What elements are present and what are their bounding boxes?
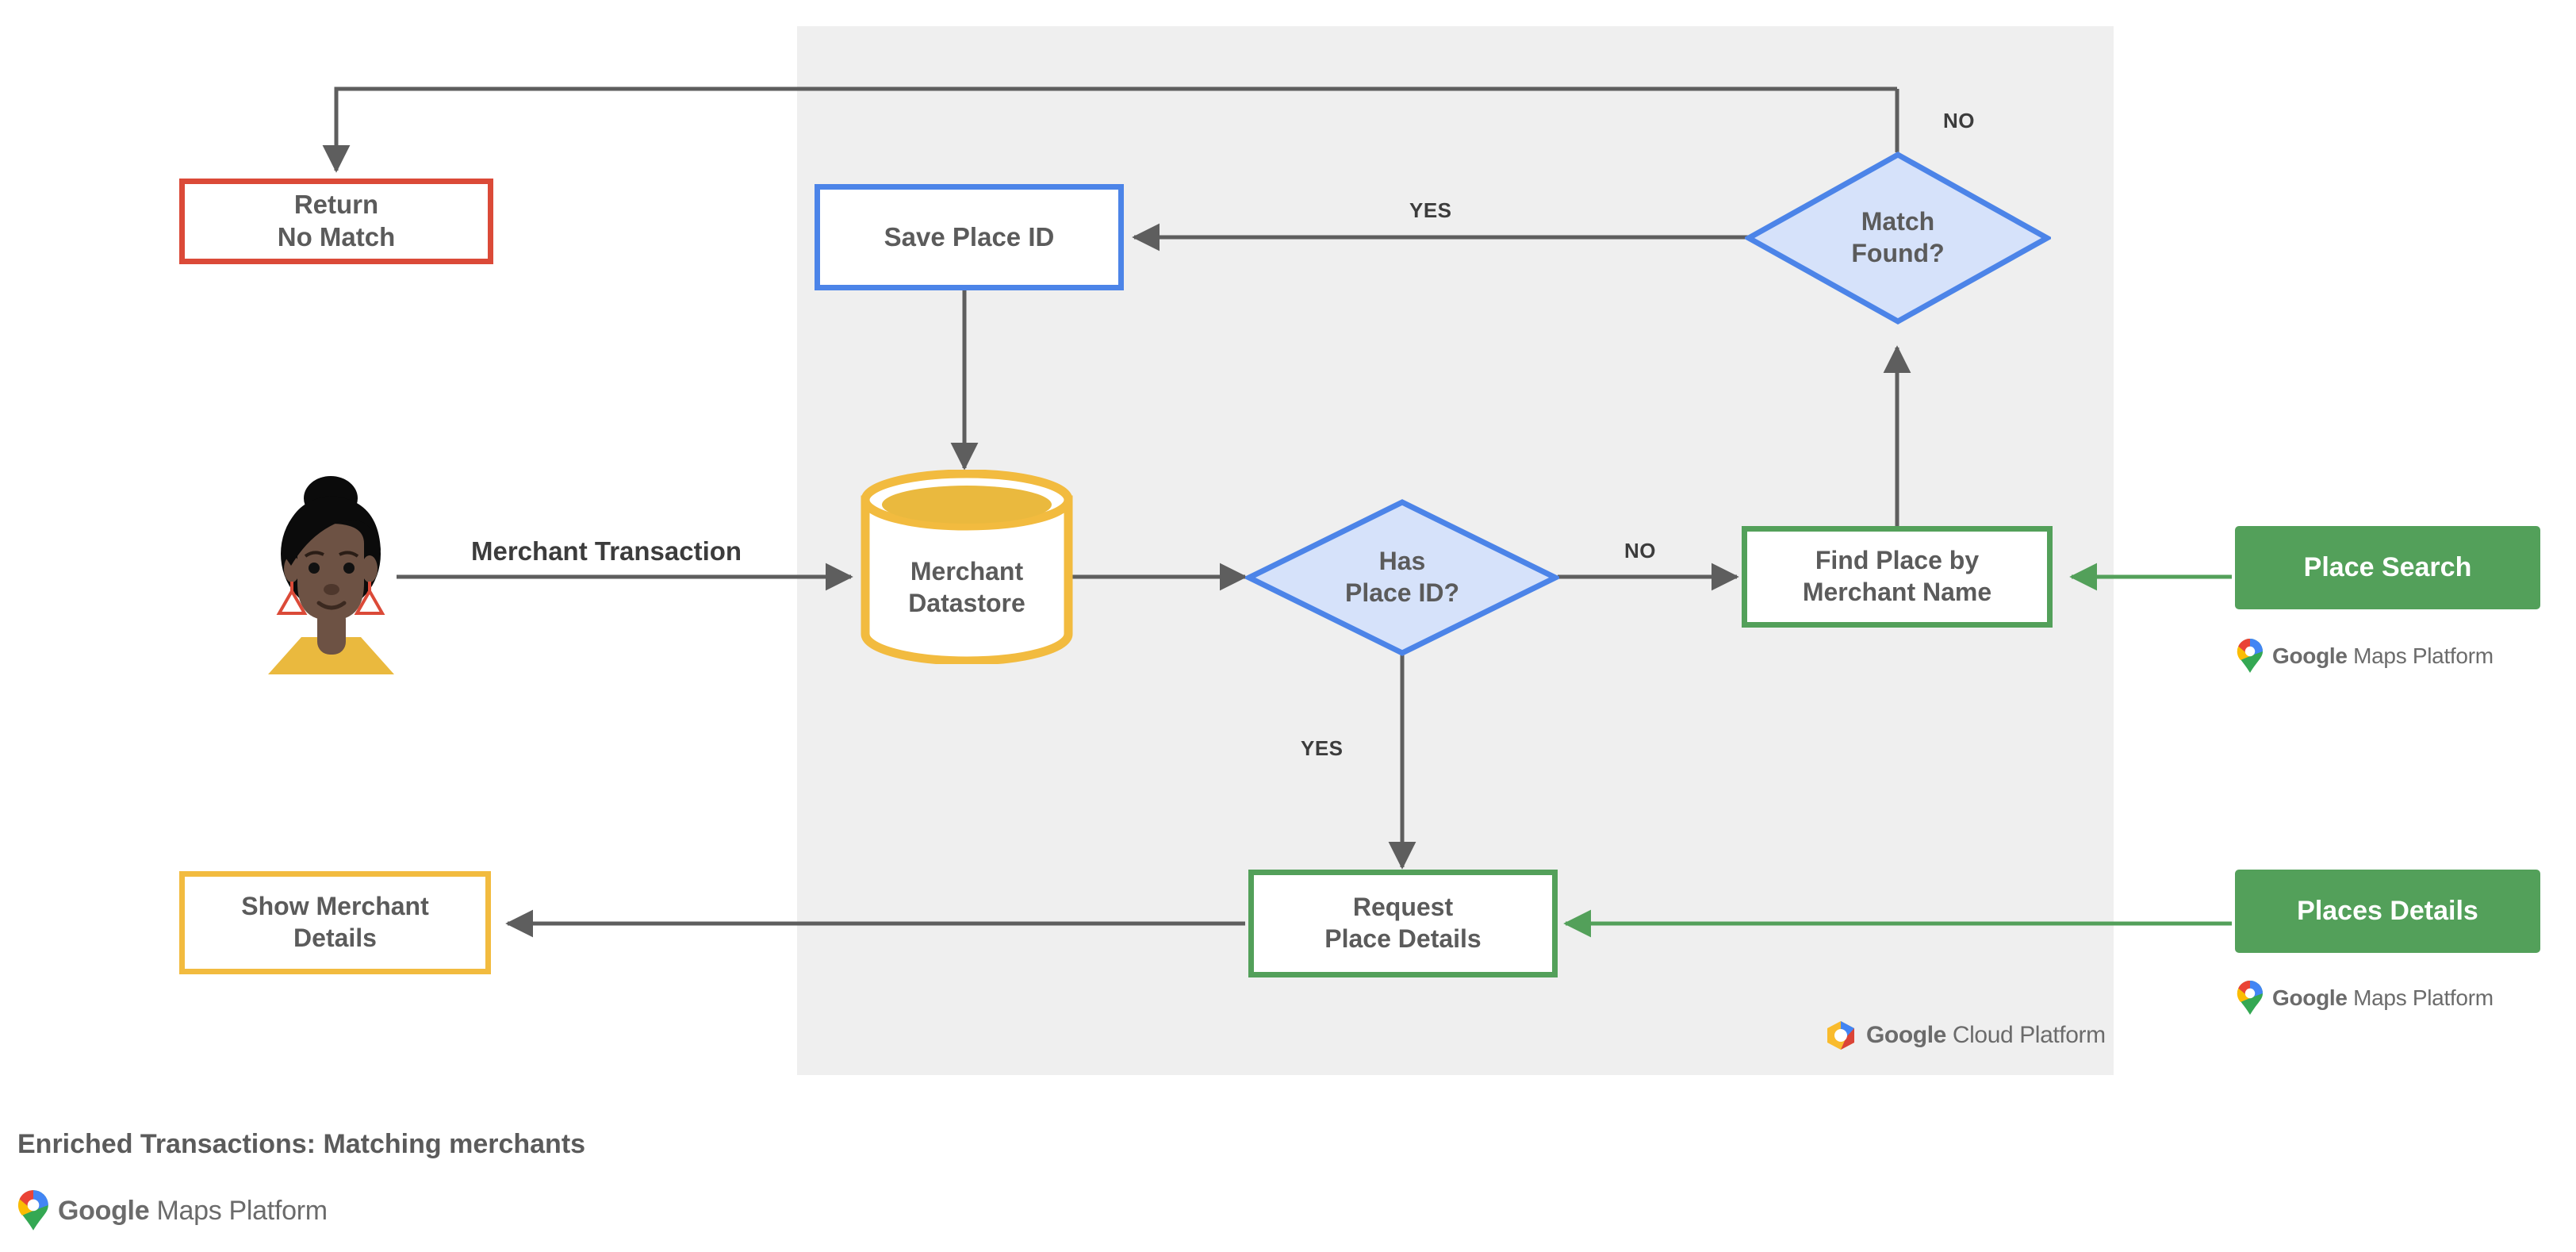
- maps-logo-word-bold: Google: [2272, 985, 2348, 1010]
- maps-logo-word-rest: Maps Platform: [2353, 643, 2494, 668]
- node-request-place-details[interactable]: Request Place Details: [1248, 870, 1558, 977]
- avatar-eye-right: [343, 563, 355, 574]
- diagram-caption: Enriched Transactions: Matching merchant…: [17, 1129, 586, 1159]
- edge-label-merchant-transaction: Merchant Transaction: [471, 536, 742, 566]
- node-line: Show Merchant: [241, 892, 429, 921]
- node-show-merchant-details[interactable]: Show Merchant Details: [179, 871, 491, 974]
- maps-logo-word-rest: Maps Platform: [156, 1195, 328, 1226]
- avatar-illustration: [268, 476, 394, 674]
- node-line: Save Place ID: [884, 221, 1055, 252]
- edge-label-has-place-id-no: NO: [1624, 539, 1656, 563]
- avatar-shirt: [268, 637, 394, 674]
- maps-platform-logo-places-details: Google Maps Platform: [2237, 981, 2494, 1016]
- node-find-place-by-merchant-name[interactable]: Find Place by Merchant Name: [1742, 526, 2053, 628]
- node-line: Merchant: [910, 556, 1024, 586]
- node-line: Datastore: [908, 588, 1025, 617]
- node-label: Match Found?: [1745, 151, 2051, 325]
- node-line: Has: [1378, 547, 1426, 576]
- node-line: Found?: [1851, 239, 1945, 267]
- node-save-place-id[interactable]: Save Place ID: [815, 184, 1124, 290]
- node-match-found[interactable]: Match Found?: [1745, 151, 2051, 325]
- node-line: Find Place by: [1815, 546, 1980, 575]
- node-label: Merchant Datastore: [861, 511, 1073, 664]
- gcp-hexagon-icon: [1827, 1021, 1854, 1050]
- google-maps-pin-icon: [2237, 981, 2263, 1015]
- customer-avatar: [262, 464, 401, 674]
- node-line: Place Details: [1324, 924, 1482, 953]
- gcp-logo-word-rest: Cloud Platform: [1952, 1022, 2106, 1048]
- avatar-earrings: [276, 582, 385, 615]
- node-place-search[interactable]: Place Search: [2235, 526, 2540, 609]
- diamond-shape: [1245, 499, 1559, 656]
- node-line: Places Details: [2297, 896, 2478, 927]
- node-line: Match: [1861, 207, 1935, 236]
- edge-label-has-place-id-yes: YES: [1301, 736, 1344, 760]
- node-merchant-datastore[interactable]: Merchant Datastore: [861, 470, 1073, 664]
- gcp-logo-word-bold: Google: [1866, 1022, 1946, 1048]
- node-return-no-match[interactable]: Return No Match: [179, 179, 493, 264]
- maps-platform-logo-text: Google Maps Platform: [58, 1196, 328, 1227]
- node-line: Return: [293, 190, 379, 220]
- google-maps-pin-icon: [17, 1190, 48, 1231]
- node-places-details[interactable]: Places Details: [2235, 870, 2540, 953]
- google-cloud-platform-logo: Google Cloud Platform: [1824, 1020, 2106, 1051]
- maps-platform-logo-text: Google Maps Platform: [2272, 643, 2494, 669]
- maps-logo-word-bold: Google: [58, 1195, 150, 1226]
- edge-label-match-found-no: NO: [1943, 109, 1975, 132]
- node-line: Place ID?: [1344, 578, 1460, 607]
- node-has-place-id[interactable]: Has Place ID?: [1245, 498, 1559, 657]
- node-line: Merchant Name: [1802, 578, 1992, 606]
- maps-platform-logo-place-search: Google Maps Platform: [2237, 639, 2494, 674]
- diamond-shape: [1745, 151, 2051, 325]
- node-line: Details: [293, 924, 377, 952]
- edge-label-match-found-yes: YES: [1409, 198, 1452, 222]
- node-line: No Match: [277, 222, 396, 252]
- avatar-fringe: [282, 496, 381, 566]
- node-label: Has Place ID?: [1245, 498, 1559, 657]
- node-line: Request: [1352, 893, 1454, 922]
- maps-logo-word-bold: Google: [2272, 643, 2348, 668]
- avatar-face: [297, 524, 364, 620]
- node-line: Place Search: [2303, 552, 2472, 583]
- maps-platform-logo-text: Google Maps Platform: [2272, 985, 2494, 1011]
- cylinder-shape: [861, 470, 1073, 664]
- avatar-eye-left: [309, 563, 320, 574]
- google-maps-pin-icon: [2237, 639, 2263, 673]
- maps-platform-logo-caption: Google Maps Platform: [17, 1190, 328, 1231]
- gcp-logo-text: Google Cloud Platform: [1866, 1022, 2106, 1049]
- maps-logo-word-rest: Maps Platform: [2353, 985, 2494, 1010]
